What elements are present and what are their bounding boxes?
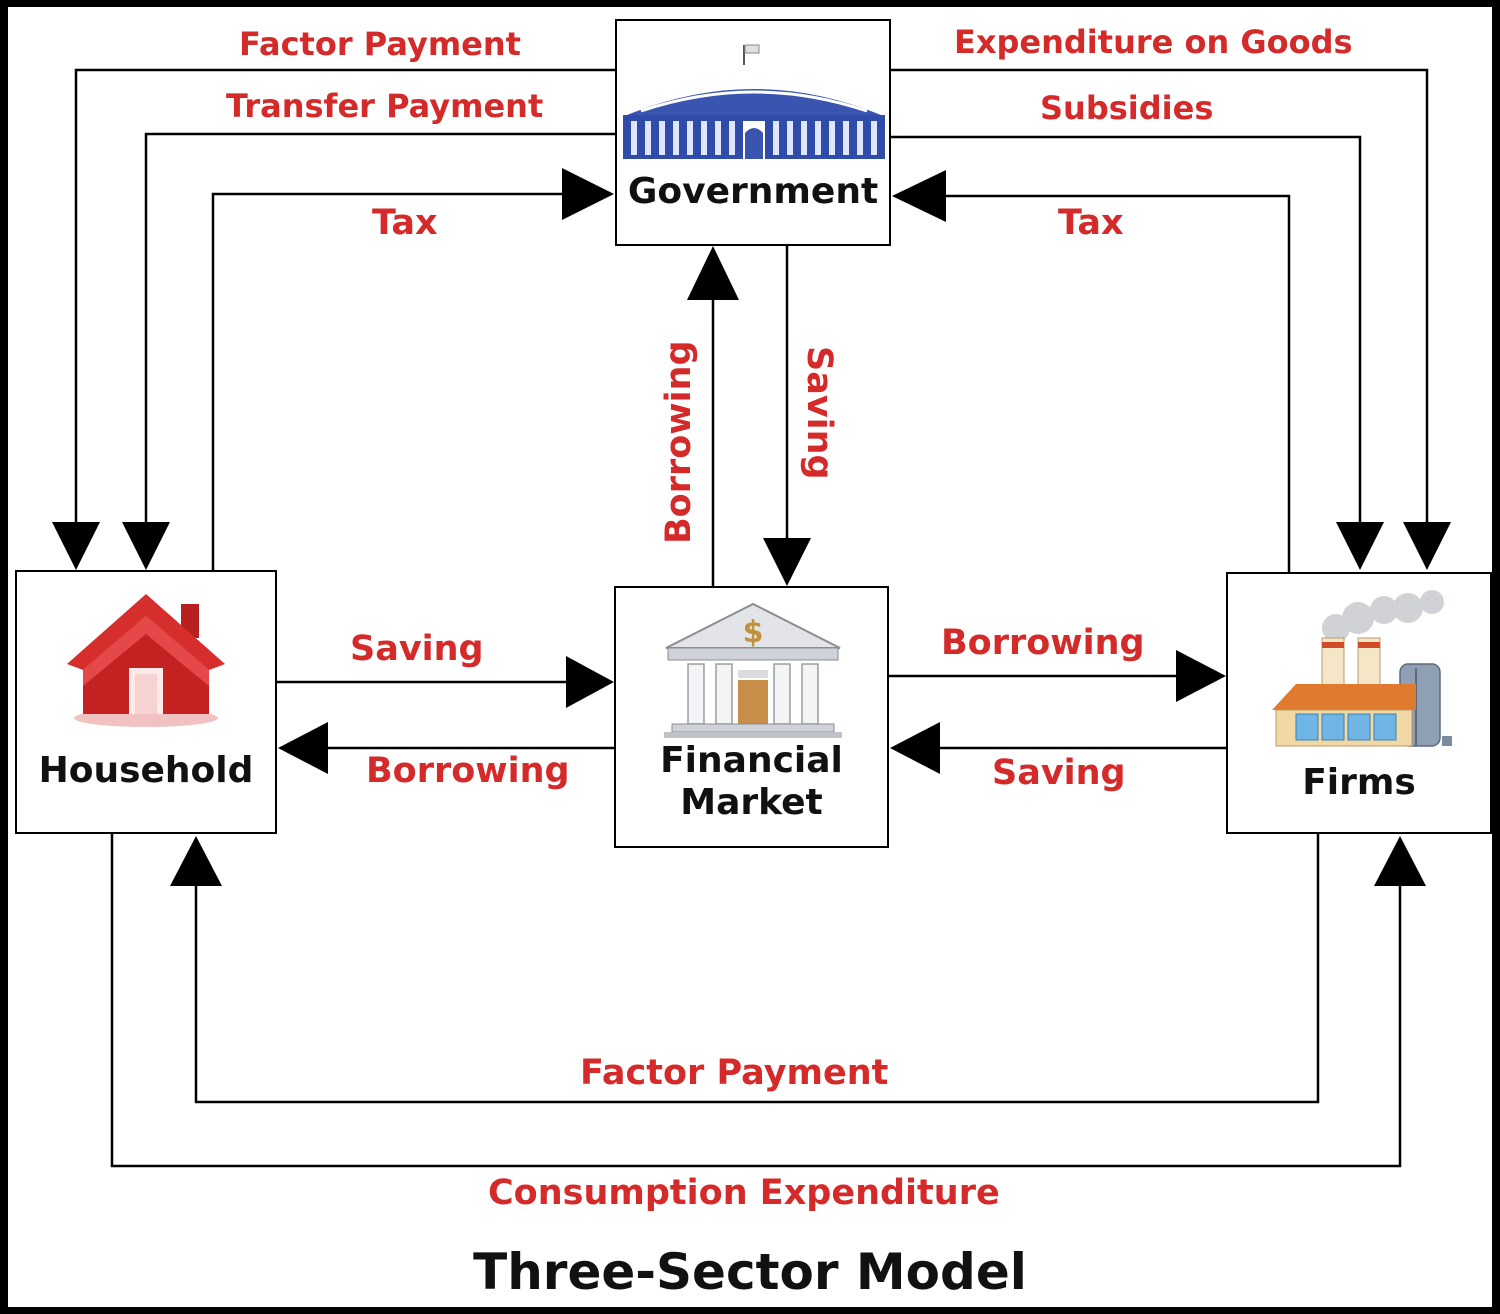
svg-text:$: $ [743, 615, 764, 650]
flow-label-tax-household: Tax [372, 203, 438, 243]
arrow-head [687, 246, 739, 300]
line-factor-payment-top [74, 68, 615, 540]
line-tax-household [211, 192, 575, 572]
household-node: Household [15, 570, 277, 834]
arrow-head [170, 836, 222, 886]
flow-label-tax-firms: Tax [1058, 203, 1124, 243]
flow-label-saving-firms: Saving [992, 753, 1126, 793]
flow-label-factor-payment-bottom: Factor Payment [580, 1053, 889, 1093]
government-node: Government [615, 19, 891, 246]
flow-label-factor-payment-top: Factor Payment [239, 25, 521, 63]
arrow-head [892, 170, 946, 222]
arrow-head [763, 538, 811, 586]
flow-label-saving-household: Saving [350, 629, 484, 669]
flow-label-borrowing-gov: Borrowing [659, 340, 699, 544]
flow-label-borrowing-household: Borrowing [366, 751, 570, 791]
parliament-building-icon [623, 44, 885, 159]
arrow-head [278, 722, 328, 774]
government-label: Government [627, 171, 879, 212]
financial-market-label: Financial Market [660, 740, 843, 824]
flow-label-consumption-expenditure: Consumption Expenditure [488, 1173, 1000, 1213]
flow-label-borrowing-firms: Borrowing [941, 623, 1145, 663]
firms-node: Firms [1226, 572, 1492, 834]
firms-label: Firms [1302, 762, 1416, 803]
household-label: Household [38, 750, 254, 791]
diagram-caption: Three-Sector Model [473, 1243, 1027, 1301]
bank-icon: $ [664, 602, 842, 738]
arrow-head [52, 522, 100, 570]
arrow-head [1374, 836, 1426, 886]
line-tax-firms [930, 194, 1291, 574]
factory-icon [1272, 590, 1452, 747]
arrow-head [566, 656, 614, 708]
financial-market-node: $ Financial Market [614, 586, 889, 848]
flow-label-transfer-payment: Transfer Payment [226, 87, 544, 125]
arrow-head [1176, 650, 1226, 702]
arrow-head [890, 722, 940, 774]
line-factor-payment-bottom [194, 834, 1320, 1104]
line-expenditure-goods [890, 68, 1429, 540]
flow-label-subsidies: Subsidies [1040, 89, 1214, 127]
flow-label-expenditure-on-goods: Expenditure on Goods [954, 23, 1353, 61]
house-icon [67, 594, 225, 727]
arrow-head [562, 168, 614, 220]
arrow-head [1336, 522, 1384, 570]
line-consumption-expenditure [110, 834, 1402, 1168]
arrow-head [122, 522, 170, 570]
line-subsidies [890, 135, 1362, 540]
flow-label-saving-gov: Saving [799, 346, 839, 480]
line-transfer-payment [144, 132, 615, 540]
arrow-head [1403, 522, 1451, 570]
